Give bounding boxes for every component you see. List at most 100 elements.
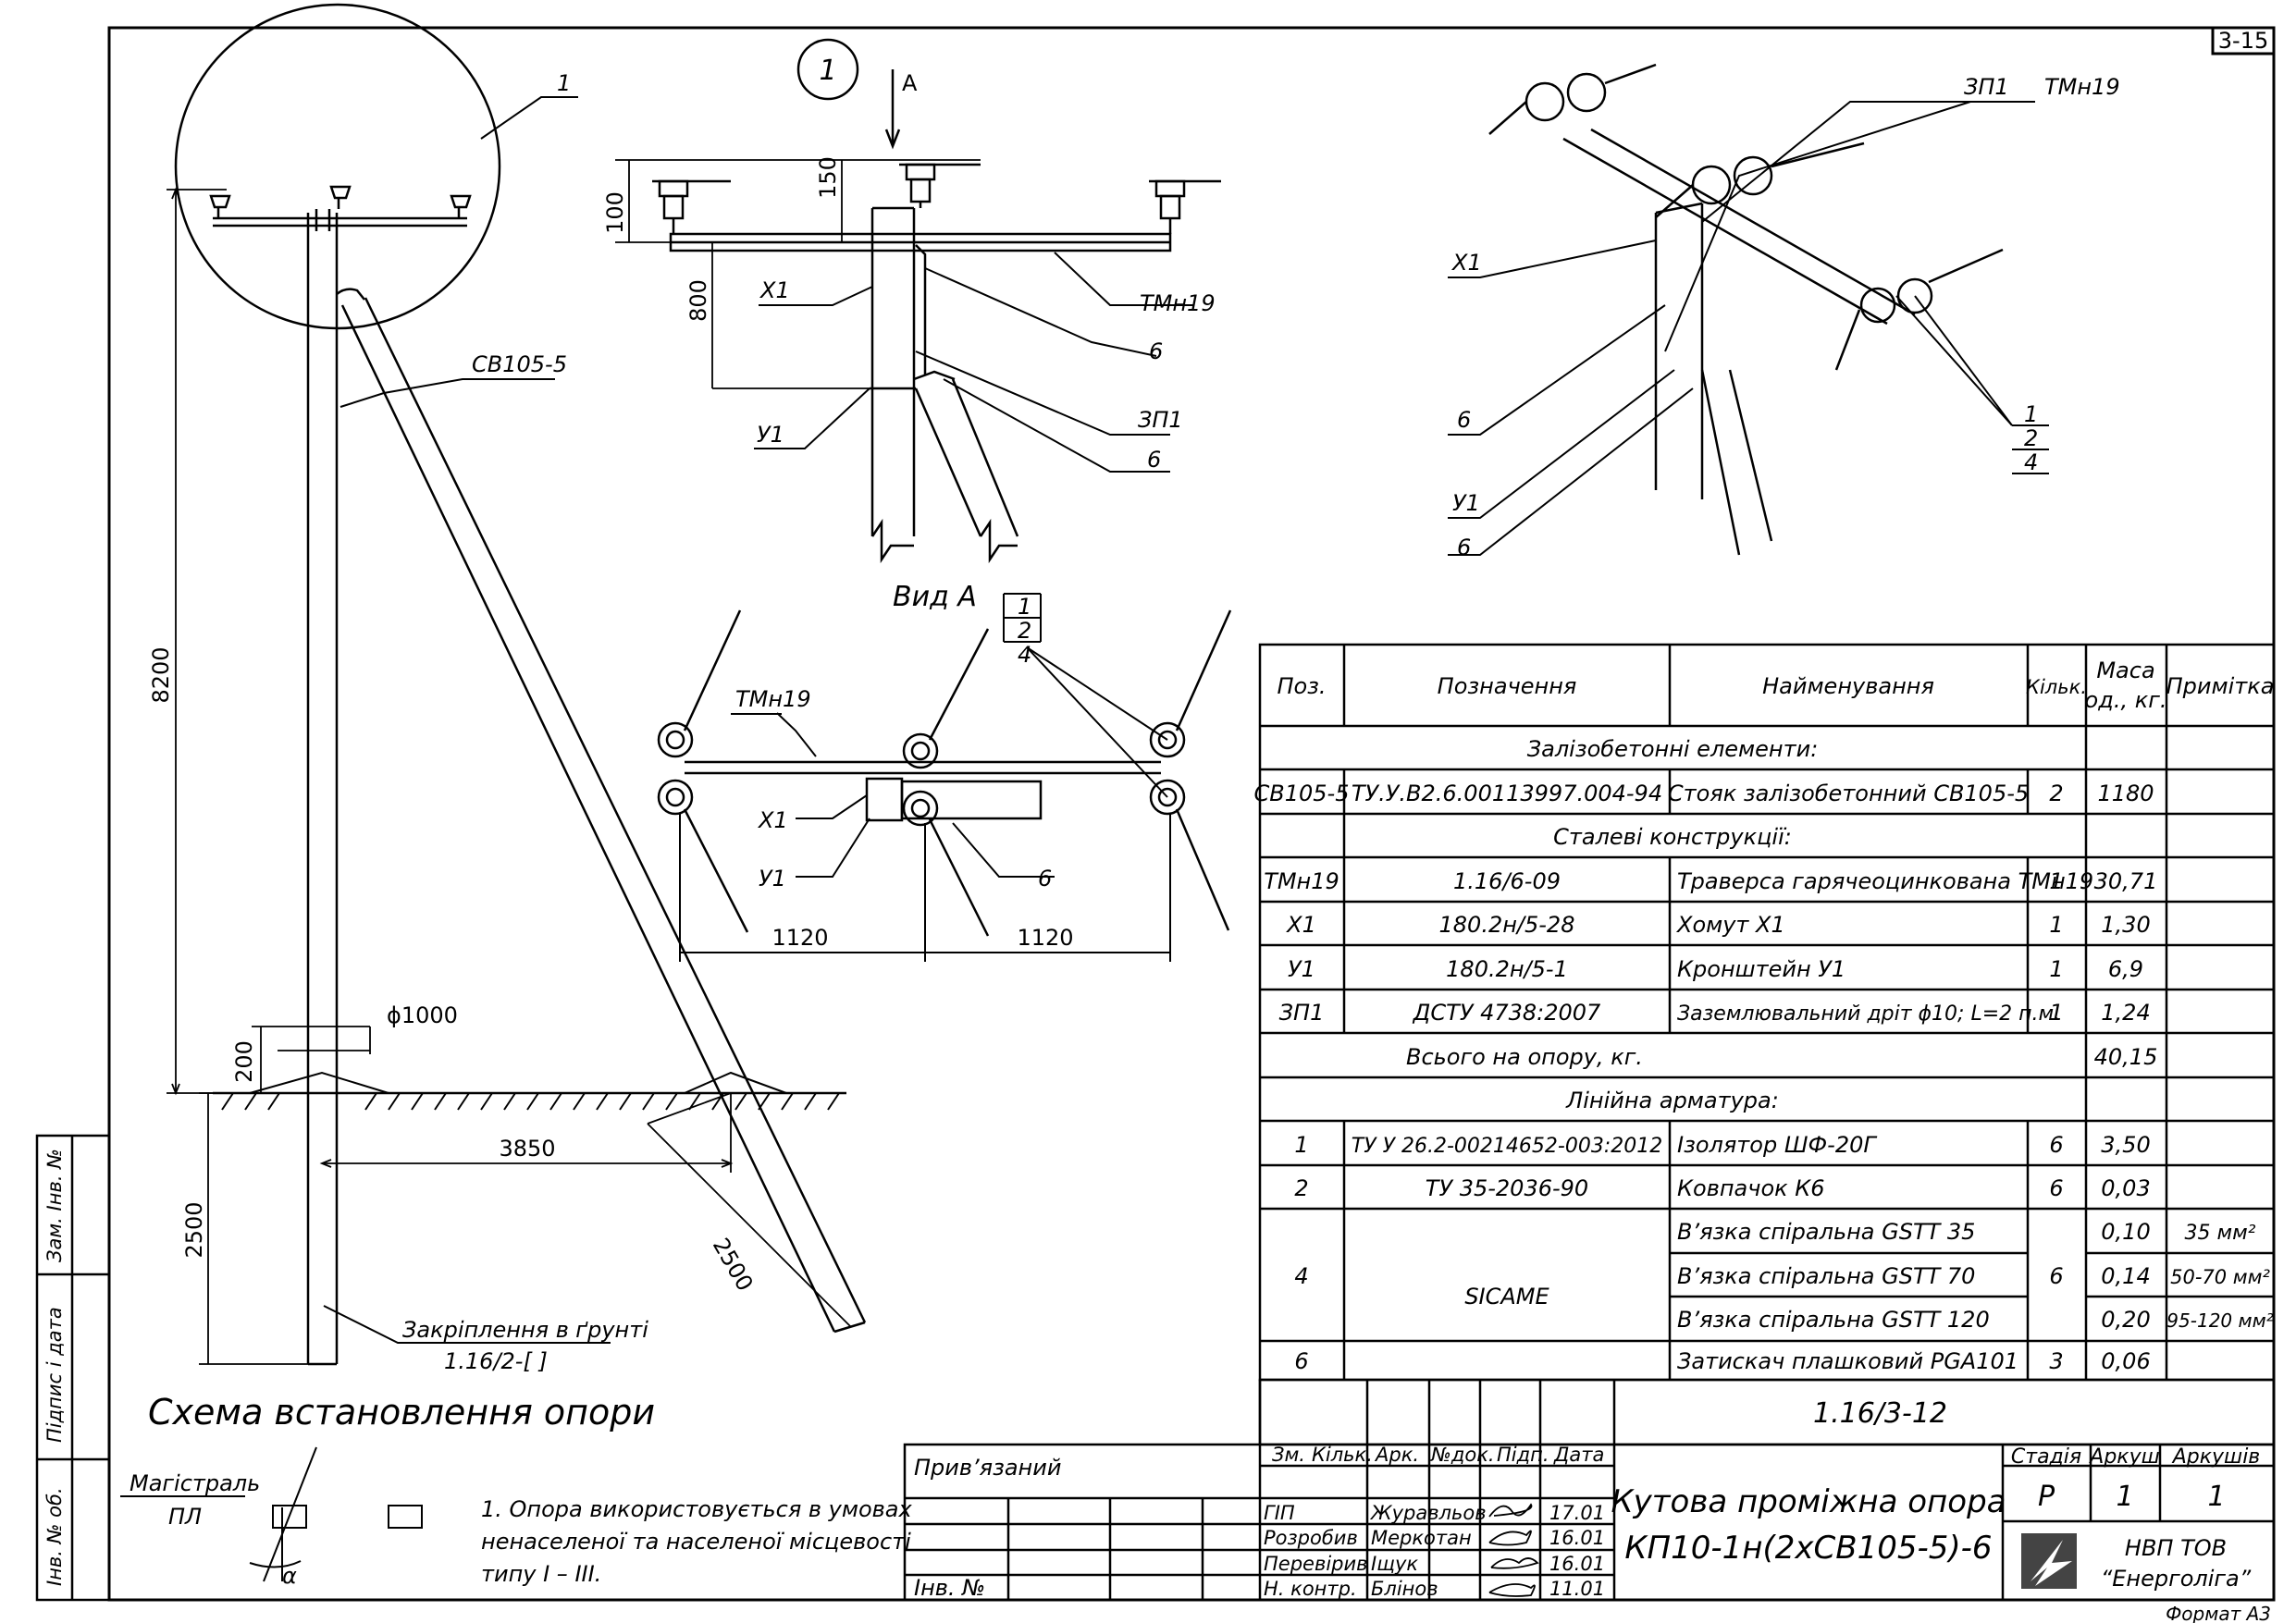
person: Журавльов	[1369, 1502, 1487, 1524]
th-name: Найменування	[1762, 673, 1934, 699]
th-pos: Поз.	[1277, 673, 1326, 699]
cell-sicame: SICAME	[1464, 1284, 1549, 1309]
cell-qty-4: 6	[2049, 1263, 2063, 1289]
legend-magistral: Магістраль	[130, 1470, 260, 1496]
cell-designation: 1.16/6-09	[1453, 868, 1561, 894]
cell-name: Ізолятор ШФ-20Г	[1677, 1132, 1877, 1158]
view-a-top: Вид А	[657, 581, 1232, 962]
note-line-2: ненаселеної та населеної місцевості	[481, 1529, 911, 1555]
cell-name: В’язка спіральна GSTT 35	[1677, 1219, 1975, 1245]
tb-head-zm: Зм.	[1272, 1444, 1305, 1466]
cell-pos: СВ105-5	[1254, 781, 1350, 806]
label-6-front-b: 6	[1147, 447, 1161, 473]
dim-1120-left: 1120	[772, 925, 828, 951]
table-row: ЗП1 ДСТУ 4738:2007 Заземлювальний дріт ϕ…	[1279, 1000, 2151, 1026]
table-row: В’язка спіральна GSTT 70 0,14 50-70 мм²	[1677, 1263, 2270, 1289]
specification-table: Поз. Позначення Найменування Кільк. Маса…	[1254, 643, 2276, 1382]
cell-note: 50-70 мм²	[2170, 1266, 2270, 1288]
cell-pos: 1	[1294, 1132, 1308, 1158]
cell-mass: 6,9	[2108, 956, 2143, 982]
date: 16.01	[1549, 1527, 1605, 1549]
cell-qty: 1	[2049, 956, 2063, 982]
bound-label: Прив’язаний	[914, 1455, 1061, 1481]
side-stamp: Інв. № об. Підпис і дата Зам. Інв. №	[35, 1134, 111, 1602]
label-4-top: 4	[1018, 642, 1031, 668]
section-steel: Сталеві конструкції:	[1553, 824, 1792, 850]
role: Н. контр.	[1264, 1578, 1357, 1600]
label-6-top: 6	[1038, 866, 1052, 891]
label-6-iso-a: 6	[1457, 407, 1471, 433]
signatures	[1488, 1503, 1539, 1597]
person: Меркотан	[1371, 1527, 1472, 1549]
date: 17.01	[1549, 1502, 1605, 1524]
label-6-front-a: 6	[1149, 338, 1163, 364]
detail-1-front: 1 А	[602, 38, 1221, 564]
callout-1: 1	[557, 70, 571, 96]
cell-mass: 1,24	[2101, 1000, 2150, 1026]
table-row: В’язка спіральна GSTT 35 0,10 35 мм²	[1677, 1219, 2256, 1245]
total-value: 40,15	[2094, 1044, 2158, 1070]
role: Перевірив	[1264, 1553, 1368, 1575]
note: 1. Опора використовується в умовах ненас…	[481, 1496, 913, 1587]
cell-designation: ТУ У 26.2-00214652-003:2012	[1352, 1135, 1662, 1158]
cell-designation: ТУ.У.В2.6.00113997.004-94	[1352, 781, 1662, 806]
cell-designation: 180.2н/5-28	[1439, 912, 1575, 938]
tb-head-qty: Кільк.	[1312, 1444, 1373, 1466]
label-tmn19-front: ТМн19	[1140, 290, 1216, 316]
ground-fix-ref: 1.16/2-[ ]	[444, 1348, 548, 1374]
cell-name: Траверса гарячеоцинкована ТМн19	[1677, 868, 2093, 894]
cell-name: В’язка спіральна GSTT 120	[1677, 1307, 1990, 1333]
cell-mass: 1,30	[2101, 912, 2150, 938]
note-line-3: типу I – III.	[481, 1561, 601, 1587]
company-logo	[2021, 1533, 2077, 1589]
label-2-iso: 2	[2024, 425, 2038, 451]
label-u1-front: У1	[757, 422, 784, 448]
cell-designation: ДСТУ 4738:2007	[1413, 1000, 1601, 1026]
sheet-head: Аркуш	[2088, 1445, 2159, 1469]
tb-head-doc: №док.	[1430, 1444, 1495, 1466]
ground-fix-label: Закріплення в ґрунті	[402, 1317, 648, 1343]
table-row: Х1 180.2н/5-28 Хомут Х1 1 1,30	[1285, 912, 2151, 938]
label-u1-top: У1	[759, 866, 786, 891]
table-row: В’язка спіральна GSTT 120 0,20 95-120 мм…	[1677, 1307, 2274, 1333]
scheme-title: Схема встановлення опори	[148, 1392, 655, 1432]
table-row: 2 ТУ 35-2036-90 Ковпачок К6 6 0,03	[1294, 1175, 2150, 1201]
label-cb105: СВ105-5	[472, 351, 567, 377]
label-x1-top: Х1	[757, 807, 788, 833]
label-2-top: 2	[1018, 618, 1031, 644]
cell-mass: 0,06	[2101, 1348, 2150, 1374]
table-row: ТМн19 1.16/6-09 Траверса гарячеоцинкован…	[1264, 868, 2157, 894]
cell-name: Заземлювальний дріт ϕ10; L=2 п.м.	[1677, 1002, 2060, 1026]
signatory-row: ГІП Журавльов 17.01	[1264, 1502, 1605, 1524]
sheets-value: 1	[2207, 1481, 2225, 1513]
th-qty: Кільк.	[2026, 676, 2087, 698]
title-block: 1.16/3-12 Прив’язаний Інв. № Зм. Кільк. …	[903, 1378, 2276, 1602]
tb-head-sign: Підп.	[1497, 1444, 1549, 1466]
org-line-2: “Енерголіга”	[2101, 1566, 2252, 1592]
detail-marker: 1	[819, 55, 836, 87]
person: Іщук	[1371, 1553, 1418, 1575]
cell-pos: ЗП1	[1279, 1000, 1325, 1026]
label-tmn19-iso: ТМн19	[2044, 74, 2120, 100]
date: 16.01	[1549, 1553, 1605, 1575]
label-6-iso-b: 6	[1457, 535, 1471, 560]
cell-pos: Х1	[1285, 912, 1316, 938]
th-designation: Позначення	[1438, 673, 1577, 699]
cell-pos: 2	[1294, 1175, 1308, 1201]
cell-mass: 0,03	[2101, 1175, 2150, 1201]
legend-pl: ПЛ	[168, 1504, 202, 1530]
section-fittings: Лінійна арматура:	[1565, 1088, 1779, 1113]
tb-head-date: Дата	[1553, 1444, 1604, 1466]
section-concrete: Залізобетонні елементи:	[1527, 736, 1819, 762]
th-note: Примітка	[2166, 673, 2275, 699]
dim-2500-vertical: 2500	[181, 1201, 207, 1258]
cell-name: Ковпачок К6	[1677, 1175, 1825, 1201]
label-1-iso: 1	[2024, 401, 2038, 427]
cell-qty: 1	[2049, 868, 2063, 894]
cell-mass: 0,10	[2101, 1219, 2150, 1245]
cell-designation: 180.2н/5-1	[1446, 956, 1568, 982]
sheet-value: 1	[2116, 1481, 2133, 1513]
table-row: У1 180.2н/5-1 Кронштейн У1 1 6,9	[1288, 956, 2143, 982]
dim-phi1000: ϕ1000	[387, 1002, 458, 1028]
